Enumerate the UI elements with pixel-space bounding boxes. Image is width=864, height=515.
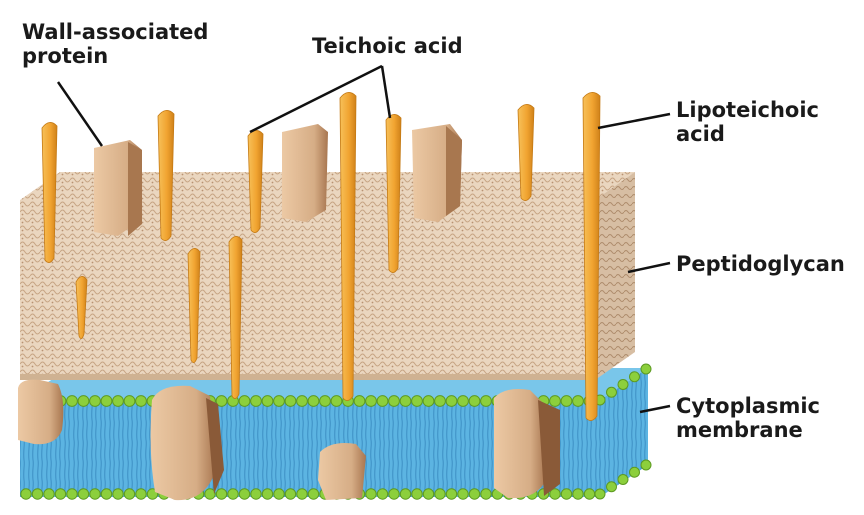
- label-lipoteichoic-acid-line1: Lipoteichoic: [676, 98, 819, 122]
- lipid-head: [113, 489, 123, 499]
- lipid-head: [641, 364, 651, 374]
- lipid-head: [251, 489, 261, 499]
- lipid-head: [285, 489, 295, 499]
- teichoic-acid-rod: [158, 110, 174, 240]
- lipid-head: [124, 489, 134, 499]
- lipid-head: [630, 467, 640, 477]
- lipid-head: [101, 396, 112, 407]
- lipid-head: [458, 489, 468, 499]
- lipid-head: [297, 396, 308, 407]
- leader-line-teichoic-1: [250, 66, 382, 132]
- lipid-head: [584, 489, 594, 499]
- teichoic-acid-rod: [340, 92, 356, 400]
- lipid-head: [412, 396, 423, 407]
- leader-line-wall-protein: [58, 82, 102, 146]
- lipid-head: [412, 489, 422, 499]
- label-lipoteichoic-acid-line2: acid: [676, 122, 819, 146]
- lipid-head: [366, 489, 376, 499]
- label-peptidoglycan: Peptidoglycan: [676, 252, 845, 276]
- lipid-head: [32, 489, 42, 499]
- lipid-head: [67, 489, 77, 499]
- lipid-head: [400, 489, 410, 499]
- lipid-head: [423, 489, 433, 499]
- lipid-head: [561, 396, 572, 407]
- lipid-head: [21, 489, 31, 499]
- label-wall-associated-protein-line1: Wall-associated: [22, 20, 208, 44]
- lipid-head: [423, 396, 434, 407]
- leader-line-teichoic-2: [382, 66, 390, 118]
- lipid-head: [607, 387, 617, 397]
- lipid-head: [239, 489, 249, 499]
- lipid-head: [239, 396, 250, 407]
- teichoic-acid-rod: [518, 104, 534, 200]
- lipid-head: [377, 396, 388, 407]
- lipid-head: [44, 489, 54, 499]
- lipid-head: [446, 396, 457, 407]
- label-wall-associated-protein: Wall-associated protein: [22, 20, 208, 68]
- lipid-head: [113, 396, 124, 407]
- label-lipoteichoic-acid: Lipoteichoic acid: [676, 98, 819, 146]
- lipid-head: [595, 489, 605, 499]
- leader-line-lipoteichoic: [598, 114, 670, 128]
- lipid-head: [136, 396, 147, 407]
- lipid-head: [228, 489, 238, 499]
- lipid-head: [205, 489, 215, 499]
- lipid-head: [573, 489, 583, 499]
- lipid-head: [297, 489, 307, 499]
- lipid-head: [630, 372, 640, 382]
- lipid-head: [262, 396, 273, 407]
- lipid-head: [550, 396, 561, 407]
- lipid-head: [435, 489, 445, 499]
- lipid-head: [469, 396, 480, 407]
- lipid-head: [308, 396, 319, 407]
- lipid-head: [136, 489, 146, 499]
- lipid-head: [320, 396, 331, 407]
- lipid-head: [78, 396, 89, 407]
- lipid-head: [446, 489, 456, 499]
- teichoic-acid-rod: [583, 92, 600, 420]
- label-cytoplasmic-membrane-line1: Cytoplasmic: [676, 394, 820, 418]
- lipid-head: [641, 460, 651, 470]
- label-cytoplasmic-membrane: Cytoplasmic membrane: [676, 394, 820, 442]
- lipid-head: [274, 396, 285, 407]
- lipid-head: [377, 489, 387, 499]
- lipid-head: [618, 380, 628, 390]
- lipid-head: [458, 396, 469, 407]
- label-wall-associated-protein-line2: protein: [22, 44, 208, 68]
- lipid-head: [607, 482, 617, 492]
- lipid-head: [469, 489, 479, 499]
- lipid-head: [400, 396, 411, 407]
- lipid-head: [481, 396, 492, 407]
- lipid-head: [354, 396, 365, 407]
- lipid-head: [67, 396, 78, 407]
- lipid-head: [561, 489, 571, 499]
- lipid-head: [216, 489, 226, 499]
- lipid-head: [55, 489, 65, 499]
- lipid-head: [481, 489, 491, 499]
- teichoic-acid-rod: [42, 122, 57, 262]
- lipid-head: [101, 489, 111, 499]
- lipid-head: [251, 396, 262, 407]
- lipid-head: [262, 489, 272, 499]
- lipid-head: [90, 396, 101, 407]
- lipid-head: [389, 489, 399, 499]
- lipid-head: [124, 396, 135, 407]
- lipid-head: [366, 396, 377, 407]
- teichoic-acid-rod: [386, 114, 401, 272]
- label-teichoic-acid: Teichoic acid: [312, 34, 463, 58]
- lipid-head: [435, 396, 446, 407]
- lipid-head: [90, 489, 100, 499]
- lipid-head: [274, 489, 284, 499]
- lipid-head: [78, 489, 88, 499]
- lipid-head: [285, 396, 296, 407]
- lipid-head: [308, 489, 318, 499]
- lipid-head: [331, 396, 342, 407]
- label-cytoplasmic-membrane-line2: membrane: [676, 418, 820, 442]
- lipid-head: [618, 475, 628, 485]
- lipid-head: [389, 396, 400, 407]
- lipid-head: [573, 396, 584, 407]
